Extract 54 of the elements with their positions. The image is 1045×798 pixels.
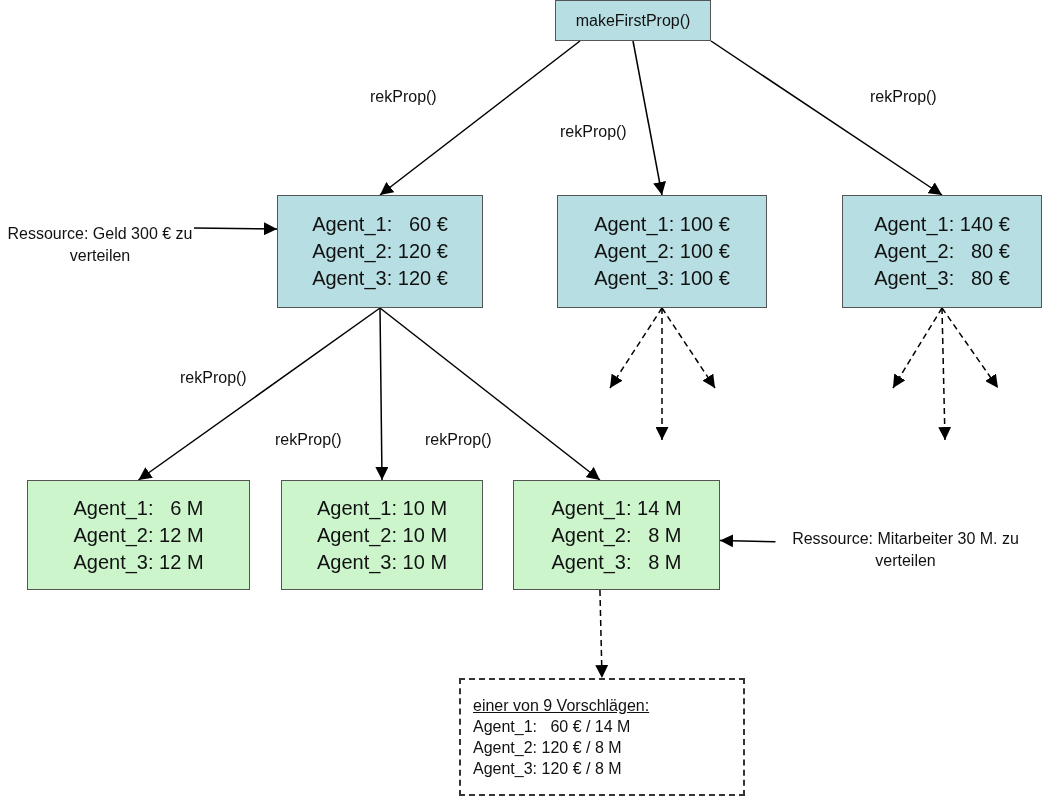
arrow (379, 40, 581, 196)
allocation-text: Agent_1: 60 € / 14 M (473, 717, 631, 737)
arrow (375, 307, 389, 481)
allocation-text: Agent_3: 12 M (73, 549, 204, 576)
function-box (555, 0, 711, 41)
edge-label: rekProp() (370, 88, 437, 106)
edge-label: rekProp() (560, 123, 627, 141)
allocation-box (842, 195, 1042, 308)
allocation-text: Agent_2: 120 € / 8 M (473, 738, 622, 758)
arrow (609, 307, 663, 389)
arrow (137, 307, 381, 481)
arrow (892, 307, 943, 389)
allocation-text: Agent_3: 120 € (312, 266, 448, 292)
allocation-text: Agent_3: 100 € (594, 266, 730, 292)
allocation-text: Agent_2: 120 € (312, 239, 448, 265)
allocation-box (513, 480, 720, 590)
allocation-box (277, 195, 483, 308)
arrow (938, 307, 952, 441)
allocation-text: Agent_2: 100 € (594, 239, 730, 265)
allocation-box (281, 480, 483, 590)
arrow (661, 307, 716, 389)
allocation-text: Agent_2: 80 € (874, 239, 1010, 265)
edge-label: rekProp() (180, 369, 247, 387)
edge-label: rekProp() (275, 431, 342, 449)
proposal-box (459, 678, 745, 796)
allocation-text: Agent_1: 10 M (316, 495, 448, 522)
allocation-text: Agent_2: 8 M (551, 522, 682, 549)
allocation-text: Agent_1: 6 M (73, 495, 204, 522)
edge-label: rekProp() (870, 88, 937, 106)
allocation-text: Agent_1: 14 M (551, 495, 682, 522)
note-text: Ressource: Geld 300 € zu verteilen (6, 224, 194, 266)
allocation-box (557, 195, 767, 308)
arrow (655, 307, 669, 441)
allocation-text: Agent_1: 100 € (594, 212, 730, 238)
allocation-text: Agent_3: 80 € (874, 266, 1010, 292)
allocation-text: makeFirstProp() (575, 11, 691, 31)
arrow (193, 222, 278, 236)
allocation-text: Agent_3: 10 M (316, 549, 448, 576)
arrow (941, 307, 999, 389)
allocation-box (27, 480, 250, 590)
heading: einer von 9 Vorschlägen: (473, 696, 650, 716)
allocation-text: Agent_1: 60 € (312, 212, 448, 238)
arrow (379, 307, 601, 481)
note-text: Ressource: Mitarbeiter 30 M. zu verteilen (791, 528, 1020, 571)
allocation-text: Agent_2: 10 M (316, 522, 448, 549)
arrow (719, 534, 777, 548)
arrow (632, 40, 666, 196)
allocation-text: Agent_2: 12 M (73, 522, 204, 549)
allocation-text: Agent_1: 140 € (874, 212, 1010, 238)
arrow (710, 40, 943, 196)
allocation-text: Agent_3: 8 M (551, 549, 682, 576)
allocation-text: Agent_3: 120 € / 8 M (473, 759, 622, 779)
arrow (595, 589, 609, 679)
edge-label: rekProp() (425, 431, 492, 449)
